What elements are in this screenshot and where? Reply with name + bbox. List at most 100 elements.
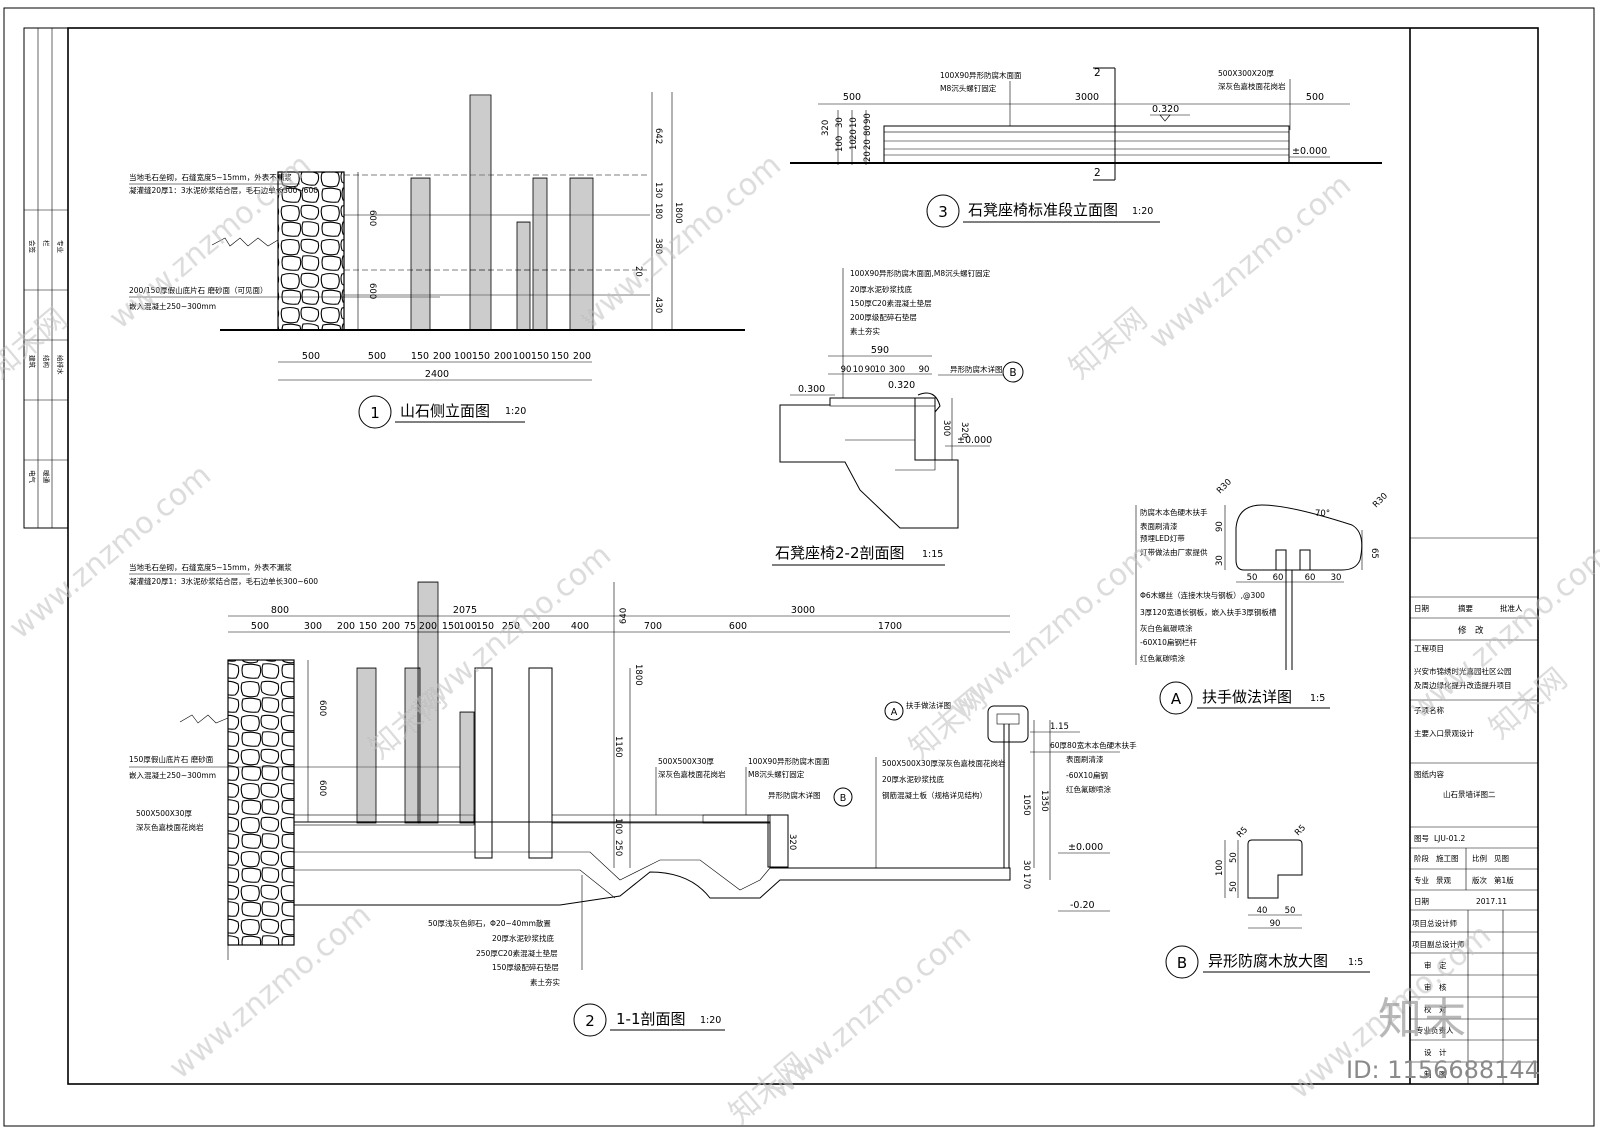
view-3-bench-elevation: 500 3000 500 100X90异形防腐木面面 M8沉头螺钉固定 500X… <box>790 67 1382 228</box>
role-3: 审 定 <box>1424 960 1447 970</box>
view-B-timber-detail: R5 R5 100 50 50 40 50 90 B 异形防腐木放大图 1:5 <box>1165 823 1370 979</box>
strip-cell-5: 结构 <box>42 355 51 369</box>
v2-rail-ref: A <box>891 707 898 718</box>
v2-note-mid-1: 500X500X30厚 <box>658 757 714 766</box>
vB-dim-1: R5 <box>1235 825 1250 840</box>
v22-note-1: 100X90异形防腐木面面,M8沉头螺钉固定 <box>850 268 991 278</box>
project-name-2: 及周边绿化提升改造提升项目 <box>1414 680 1512 690</box>
v2-note-mid-3: 100X90异形防腐木面面 <box>748 756 830 766</box>
vA-dim-4: 90 <box>1215 521 1225 532</box>
v1-dim-r3: 180 <box>653 203 663 219</box>
v3-dim-top-1: 500 <box>843 92 861 103</box>
v3-note-1: 100X90异形防腐木面面 <box>940 70 1022 80</box>
ratio-label: 比例 <box>1472 853 1487 863</box>
v1-number-circle <box>358 395 392 429</box>
v1-note-2: 凝灌缝20厚1：3水泥砂浆结合层，毛石边单长300~600 <box>129 185 318 195</box>
v2-note-b1: 50厚浅灰色卵石，Φ20~40mm散置 <box>428 918 551 928</box>
role-2: 项目副总设计师 <box>1412 939 1465 949</box>
v3-title: 石凳座椅标准段立面图 <box>968 201 1118 219</box>
v1-dim-b9: 150 <box>531 351 549 362</box>
subproject-name: 主要入口景观设计 <box>1414 728 1474 738</box>
rev-header-summary: 摘要 <box>1458 603 1474 613</box>
v1-dim-b4: 200 <box>433 351 451 362</box>
v2-dim-t2-9: 100 <box>459 621 477 632</box>
image-id-label: ID: 1156688144 <box>1346 1056 1540 1084</box>
v2-dim-mid-4: 250 <box>613 840 623 856</box>
view-2-section-1-1: 当地毛石垒砌，石缝宽度5~15mm，外表不漏浆 凝灌缝20厚1：3水泥砂浆结合层… <box>129 562 1137 1037</box>
vA-dim-3: 70° <box>1315 509 1330 519</box>
v2-dim-t2-8: 150 <box>442 621 460 632</box>
v3-dim-l4: 10 <box>849 117 859 128</box>
project-label: 工程项目 <box>1414 644 1444 653</box>
content-name: 山石景墙详图二 <box>1443 789 1496 799</box>
ratio-value: 见图 <box>1494 854 1509 863</box>
v2-note-left-3: 500X500X30厚 <box>136 809 192 818</box>
v1-dim-b3: 150 <box>411 351 429 362</box>
v3-number-circle <box>926 194 960 228</box>
v1-dim-left-2: 600 <box>367 283 377 299</box>
view-1-elevation: 当地毛石垒砌，石缝宽度5~15mm，外表不漏浆 凝灌缝20厚1：3水泥砂浆结合层… <box>129 92 745 429</box>
vA-dim-9: 60 <box>1305 573 1316 583</box>
role-7: 设 计 <box>1424 1047 1447 1057</box>
wm-7: www.znzmo.com <box>1403 538 1600 727</box>
vB-dim-2: R5 <box>1293 823 1308 838</box>
v1-dim-b5: 100 <box>454 351 472 362</box>
subproject-label: 子项名称 <box>1414 705 1444 715</box>
version-value: 第1版 <box>1494 875 1514 885</box>
v22-dim-9: 320 <box>959 422 969 438</box>
v2-dim-t2-17: 1700 <box>878 621 902 632</box>
v2-number: 2 <box>585 1012 595 1030</box>
v22-level-1: 0.300 <box>798 384 825 395</box>
v22-dim-2: 90 <box>841 365 852 375</box>
v2-dim-t2-2: 300 <box>304 621 322 632</box>
v1-dim-b2: 500 <box>368 351 386 362</box>
v1-dims-bottom: 500 500 150 200 100 150 200 100 150 150 … <box>302 351 591 362</box>
v2-dims-top2: 500 300 200 150 200 75 200 150 100 150 2… <box>251 608 902 632</box>
discipline-value: 景观 <box>1436 876 1452 885</box>
v3-level-2: ±0.000 <box>1292 146 1327 157</box>
title-roles: 项目总设计师 项目副总设计师 审 定 审 核 校 对 专业负责人 设 计 制 图 <box>1410 918 1538 1079</box>
vB-number-circle <box>1165 945 1199 979</box>
v2-note-right-3: 钢筋混凝土板（规格详见结构） <box>882 790 987 800</box>
v1-total: 2400 <box>425 369 449 380</box>
v2-note-right-1: 500X500X30厚深灰色嘉枝面花岗岩 <box>882 758 1006 768</box>
v2-note-mid-2: 深灰色嘉枝面花岗岩 <box>658 769 726 779</box>
role-6: 专业负责人 <box>1416 1025 1454 1035</box>
vA-note-7: 灰白色氟碳喷涂 <box>1140 623 1193 633</box>
v3-number: 3 <box>938 203 948 221</box>
v3-dim-l8: 80 <box>863 125 873 136</box>
v2-dim-mid-3: 100 <box>613 818 623 834</box>
v2-level-1: ±0.000 <box>1068 842 1103 853</box>
v2-dim-t2-15: 700 <box>644 621 662 632</box>
v2-level-2: -0.20 <box>1070 900 1095 911</box>
wm-brand-2: 知末网 <box>1063 301 1154 386</box>
sheet-inner-frame <box>67 27 1539 1085</box>
vA-note-4: 灯带做法由厂家提供 <box>1140 547 1208 557</box>
content-label: 图纸内容 <box>1414 769 1444 779</box>
v22-dim-3: 10 <box>853 365 864 375</box>
v2-title: 1-1剖面图 <box>616 1010 686 1028</box>
v2-number-circle <box>573 1003 607 1037</box>
watermark-layer: www.znzmo.com www.znzmo.com www.znzmo.co… <box>0 148 1600 1131</box>
vA-number-circle <box>1159 681 1193 715</box>
version-label: 版次 <box>1472 875 1488 885</box>
wm-2: www.znzmo.com <box>573 148 788 337</box>
v1-dim-r5: 20 <box>633 266 643 277</box>
v22-dim-8: 300 <box>941 420 951 436</box>
v3-dim-l9: 20 <box>863 139 873 150</box>
v22-dim-1: 590 <box>871 345 889 356</box>
vB-dim-4: 50 <box>1229 852 1239 863</box>
v2-dim-t2-12: 200 <box>532 621 550 632</box>
vB-dim-5: 50 <box>1229 881 1239 892</box>
drawing-no: LJU-01.2 <box>1434 834 1466 843</box>
wm-3: www.znzmo.com <box>1143 168 1358 357</box>
vA-dim-5: 30 <box>1215 555 1225 566</box>
v1-note-4: 嵌入混凝土250~300mm <box>129 301 216 311</box>
v2-dim-t1-3: 3000 <box>791 605 815 616</box>
v2-dim-rail-5: 170 <box>1021 873 1031 889</box>
v2-note-left-4: 深灰色嘉枝面花岗岩 <box>136 822 204 832</box>
v22-callout-circle <box>1002 361 1024 383</box>
v1-dim-b1: 500 <box>302 351 320 362</box>
v22-dim-7: 90 <box>919 365 930 375</box>
